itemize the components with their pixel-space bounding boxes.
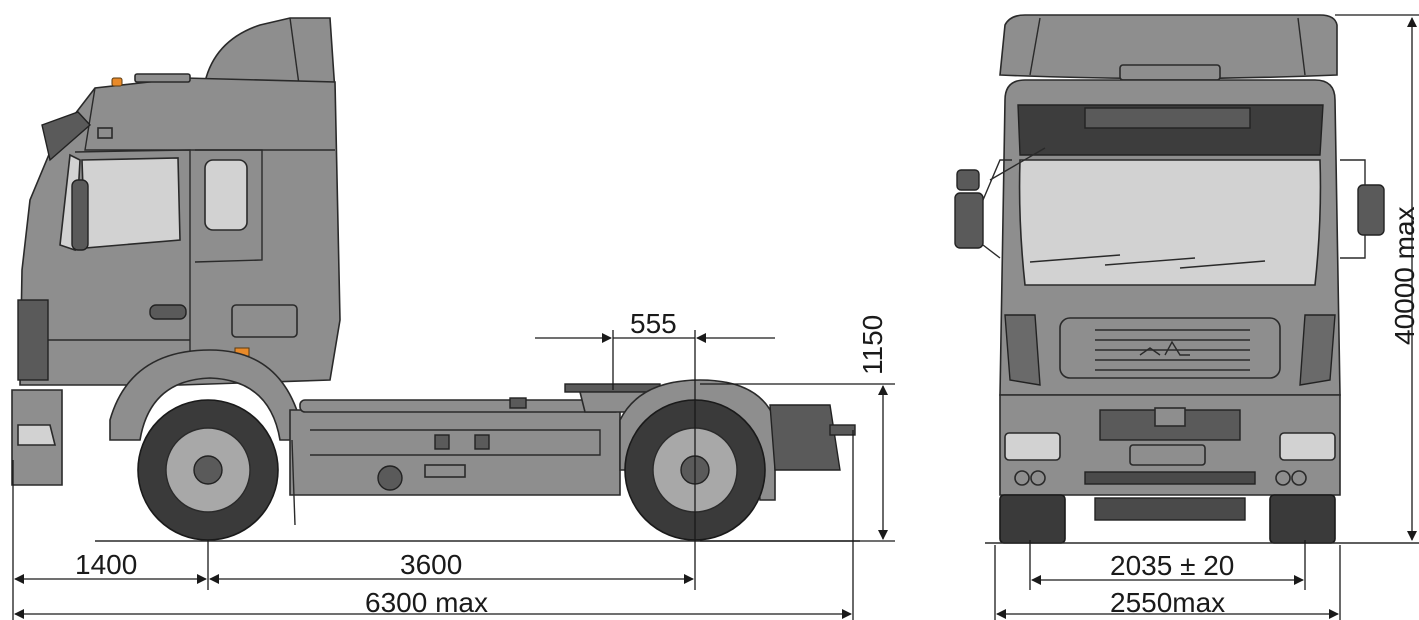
dim-track-tolerance: ± 20 [1180,550,1234,581]
dim-wheelbase: 3600 [400,549,462,580]
dim-overall-height: 40000 max [1389,206,1419,345]
side-dimensions [12,330,895,620]
dim-overall-width: 2550max [1110,587,1225,618]
grille-bars [1095,329,1250,371]
front-dimensions [994,14,1419,620]
front-view-truck [954,14,1385,544]
dim-front-overhang: 1400 [75,549,137,580]
dim-fifth-wheel-offset: 555 [630,308,677,339]
dim-track: 2035 ± 20 [1110,550,1234,581]
dim-overall-length: 6300 max [365,587,488,618]
dim-fifth-wheel-height: 1150 [857,315,888,375]
dim-track-value: 2035 [1110,550,1172,581]
side-view-truck [11,17,856,541]
